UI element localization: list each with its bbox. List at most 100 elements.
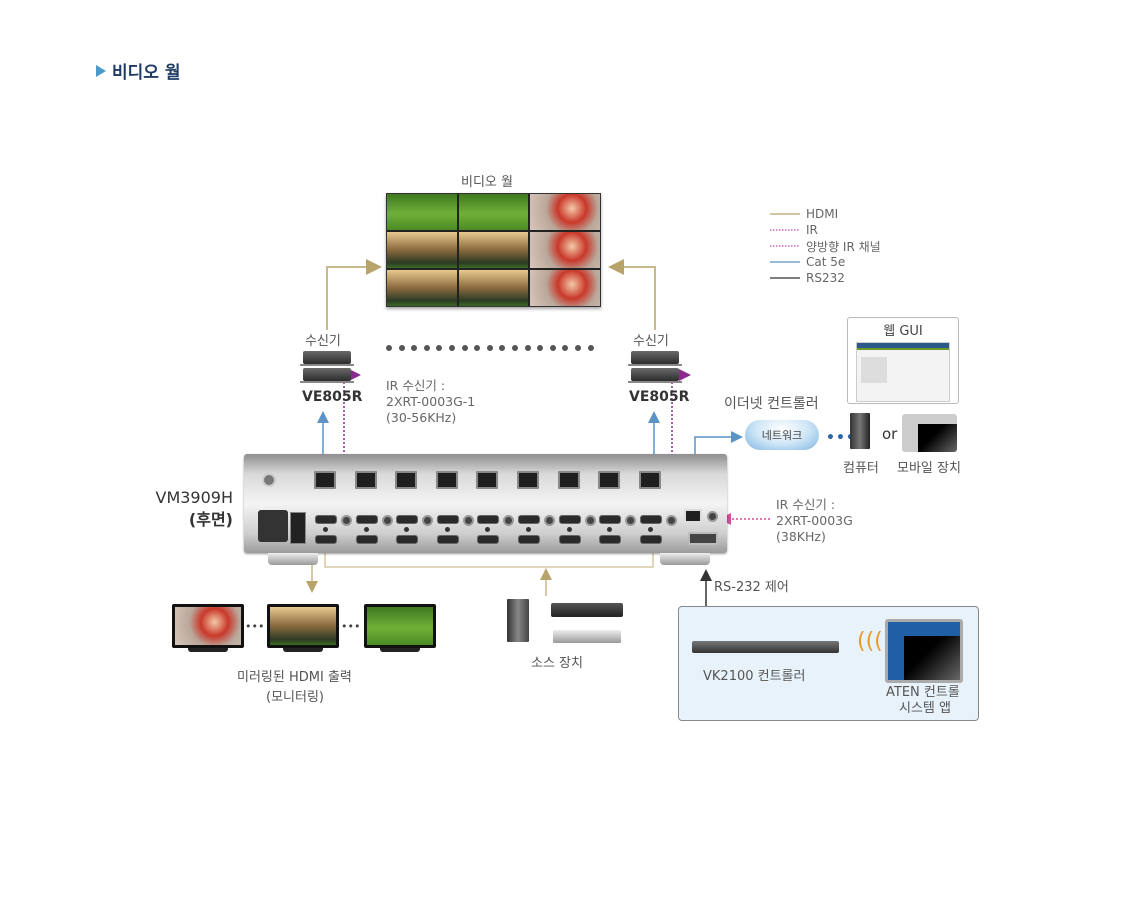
rj45-port [598,471,621,489]
ir-receiver-right-line2: 2XRT-0003G [776,513,853,528]
legend-item-cat5e: Cat 5e [770,254,881,270]
legend-line-cat5e [770,261,800,263]
receiver-right-label: 수신기 [633,334,669,349]
port-screw [526,527,531,532]
web-gui-accent-bar [857,348,949,350]
hdmi-output-port [436,515,459,524]
ellipsis-dot [398,345,405,351]
ir-receiver-left-line3: (30-56KHz) [386,410,457,425]
wall-tile [387,194,457,230]
ellipsis-dot [386,345,392,351]
receiver-left-label: 수신기 [305,334,341,349]
mobile-device-icon [902,414,957,452]
legend-label: RS232 [806,271,845,285]
ellipsis-dot [461,345,468,351]
ellipsis-dot [448,345,455,351]
rj45-port [557,471,580,489]
port-screw [323,527,328,532]
receiver-unit-icon [628,351,682,366]
ir-receiver-right-line1: IR 수신기 : [776,497,836,512]
ir-jack [422,515,434,526]
port-screw [607,527,613,532]
ir-receiver-left-line1: IR 수신기 : [386,378,446,393]
source-receiver-icon [553,630,621,643]
wall-tile [530,232,600,268]
source-player-icon [551,603,623,617]
ellipsis-dot [411,345,418,351]
legend-line-hdmi [770,213,800,215]
hdmi-line-right-receiver-to-wall [608,259,656,330]
computer-label: 컴퓨터 [843,461,879,476]
receiver-right-device [628,351,682,384]
ellipsis-dot [537,345,544,351]
receiver-left-device [300,351,354,384]
hdmi-input-port [558,535,581,544]
receiver-unit-icon [628,368,682,383]
hdmi-output-port [639,515,662,524]
vk2100-label: VK2100 컨트롤러 [703,669,806,684]
hdmi-output-port [518,515,540,524]
vm3909h-chassis [244,454,727,553]
hdmi-output-port [477,515,500,524]
mobile-label: 모바일 장치 [897,461,961,476]
hdmi-output-port [315,515,337,524]
legend-label: Cat 5e [806,255,846,269]
web-gui-label: 웹 GUI [883,324,923,339]
ethernet-controller-label: 이더넷 컨트롤러 [724,396,819,412]
network-ellipsis: ••• [826,430,856,446]
monitor-3 [364,604,436,652]
monitor-screen [175,607,241,645]
legend-item-rs232: RS232 [770,270,881,286]
web-gui-header-bar [857,343,949,348]
hdmi-output-port [599,515,622,524]
web-gui-preview [861,357,887,383]
rj45-port [354,471,377,489]
ir-jack [462,515,474,526]
web-gui-bubble: 웹 GUI [847,317,959,404]
hdmi-input-port [315,535,337,544]
aten-app-line2: 시스템 앱 [899,701,951,716]
web-gui-screenshot [856,342,950,402]
ground-screw-icon [262,473,276,487]
monitor-screen [270,607,336,645]
chassis-foot [268,553,318,565]
wall-tile [387,232,457,268]
receivers-ellipsis [386,345,594,351]
receiver-unit-icon [300,368,354,383]
ir-jack [665,515,677,526]
rs232-port [688,532,718,545]
legend-item-bidirectional-ir: 양방향 IR 채널 [770,238,881,254]
rj45-port [476,471,499,489]
ir-port [707,511,718,522]
power-switch[interactable] [290,512,306,544]
legend-label: HDMI [806,207,839,221]
hdmi-input-port [436,535,459,544]
monitor-stand [188,648,228,652]
hdmi-input-port [599,535,622,544]
legend-item-hdmi: HDMI [770,206,881,222]
legend-line-ir [770,229,800,231]
mobile-screen [918,424,957,452]
monitor-stand [380,648,420,652]
legend: HDMI IR 양방향 IR 채널 Cat 5e RS232 [770,206,881,286]
port-screw [566,527,572,532]
source-pc-icon [507,599,529,642]
monitor-stand [283,648,323,652]
rj45-port [517,471,539,489]
ellipsis-dot [562,345,569,351]
section-title-text: 비디오 월 [112,63,181,83]
ellipsis-dot [486,345,493,351]
ellipsis-dot [474,345,481,351]
ellipsis-dot [511,345,518,351]
main-device-subtitle: (후면) [188,510,233,529]
monitor-1 [172,604,244,652]
ellipsis-dot [436,345,443,351]
port-screw [647,527,653,532]
ir-jack [584,515,596,526]
video-wall [386,193,601,307]
hdmi-input-port [639,535,662,544]
section-title: 비디오 월 [96,58,180,83]
video-wall-label: 비디오 월 [461,175,513,190]
legend-line-bidirectional-ir [770,245,800,247]
hdmi-output-port [396,515,419,524]
